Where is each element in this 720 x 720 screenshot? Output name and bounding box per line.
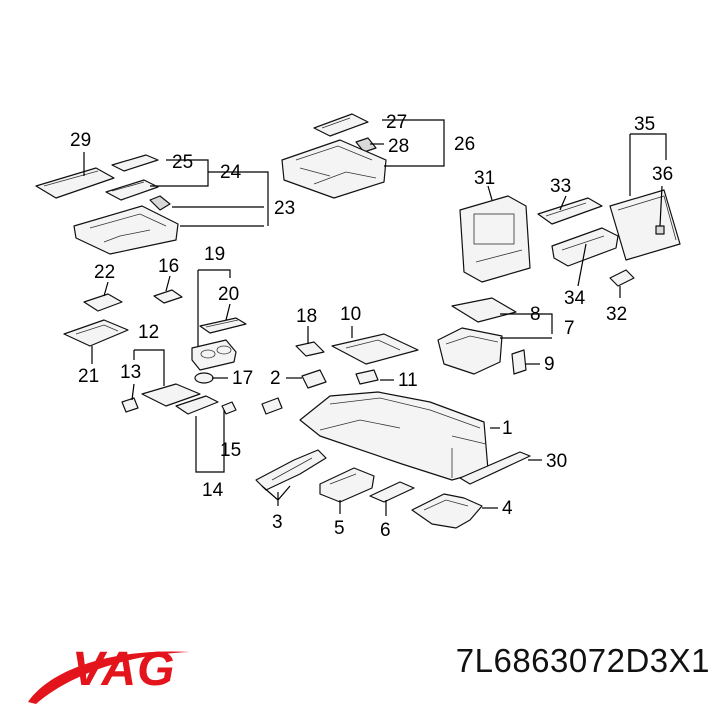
callout-11: 11 <box>398 370 418 391</box>
callout-18: 18 <box>296 306 317 327</box>
part-15-clip <box>221 401 237 415</box>
part-23-bracket <box>149 195 171 211</box>
callout-26: 26 <box>454 134 475 155</box>
callout-10: 10 <box>340 304 361 325</box>
callout-34: 34 <box>564 288 586 309</box>
part-12-trim <box>141 383 201 407</box>
part-20-mat <box>199 317 247 334</box>
callout-21: 21 <box>78 366 99 387</box>
part-6-tray <box>369 481 415 503</box>
footer: VAG 7L6863072D3X1 <box>0 620 720 720</box>
part-4-mount <box>411 493 483 529</box>
part-18-bracket <box>295 341 325 357</box>
part-5-storage <box>319 467 375 503</box>
part-33-panel <box>537 197 603 225</box>
part-1-center-console <box>299 391 489 481</box>
part-26-console-top <box>281 139 387 199</box>
callout-29: 29 <box>70 130 91 151</box>
callout-25: 25 <box>172 152 193 173</box>
part-tray-assembly <box>73 205 179 255</box>
part-36-latch <box>655 225 665 235</box>
part-31-frame <box>459 195 531 283</box>
part-19-cupholder <box>191 339 237 371</box>
part-21-liner <box>63 319 129 347</box>
callout-20: 20 <box>218 284 239 305</box>
part-16-pad <box>153 289 183 304</box>
callout-33: 33 <box>550 176 571 197</box>
callout-14: 14 <box>202 480 224 501</box>
part-7-bin <box>437 327 503 375</box>
callout-3: 3 <box>272 512 283 533</box>
vag-logo: VAG <box>20 630 210 710</box>
part-27-lid <box>313 113 369 137</box>
callout-30: 30 <box>546 451 567 472</box>
callout-24: 24 <box>220 162 242 183</box>
part-32-clip <box>609 269 635 287</box>
callout-6: 6 <box>380 520 391 541</box>
callout-7: 7 <box>564 318 575 339</box>
callout-36: 36 <box>652 164 673 185</box>
callout-28: 28 <box>388 136 409 157</box>
callout-13: 13 <box>120 362 141 383</box>
part-number: 7L6863072D3X1 <box>455 642 710 679</box>
leader-lines <box>83 119 667 516</box>
callout-17: 17 <box>232 368 253 389</box>
part-2-clip <box>301 369 327 389</box>
part-13-clip <box>121 397 139 413</box>
callout-22: 22 <box>94 262 115 283</box>
callout-labels: 1 2 3 4 5 6 7 8 9 10 11 12 13 14 15 16 1… <box>70 112 673 541</box>
callout-16: 16 <box>158 256 179 277</box>
part-9-clip <box>511 349 527 375</box>
part-17-cup <box>194 372 214 384</box>
callout-31: 31 <box>474 168 495 189</box>
callout-2: 2 <box>270 368 281 389</box>
part-3-bracket <box>255 449 327 491</box>
part-2-plate <box>261 397 283 415</box>
part-35-lid <box>609 189 681 261</box>
callout-19: 19 <box>204 244 225 265</box>
callout-12: 12 <box>138 322 159 343</box>
part-25-cover <box>111 154 159 172</box>
part-11-button <box>355 369 379 385</box>
callout-1: 1 <box>502 418 513 439</box>
callout-4: 4 <box>502 498 513 519</box>
part-14-trim <box>175 395 219 415</box>
part-10-trim <box>331 333 419 365</box>
callout-15: 15 <box>220 440 241 461</box>
part-8-mat <box>451 297 517 323</box>
logo-swoosh-icon <box>28 651 190 704</box>
callout-27: 27 <box>386 112 407 133</box>
part-30-side-trim <box>459 451 531 485</box>
part-22-pad <box>83 293 123 312</box>
callout-35: 35 <box>634 114 655 135</box>
callout-5: 5 <box>334 518 345 539</box>
callout-9: 9 <box>544 354 555 375</box>
logo-text: VAG <box>72 643 176 696</box>
callout-23: 23 <box>274 198 295 219</box>
callout-8: 8 <box>530 304 541 325</box>
callout-32: 32 <box>606 304 627 325</box>
part-29-mat <box>35 167 115 199</box>
part-24-tray <box>105 179 159 201</box>
